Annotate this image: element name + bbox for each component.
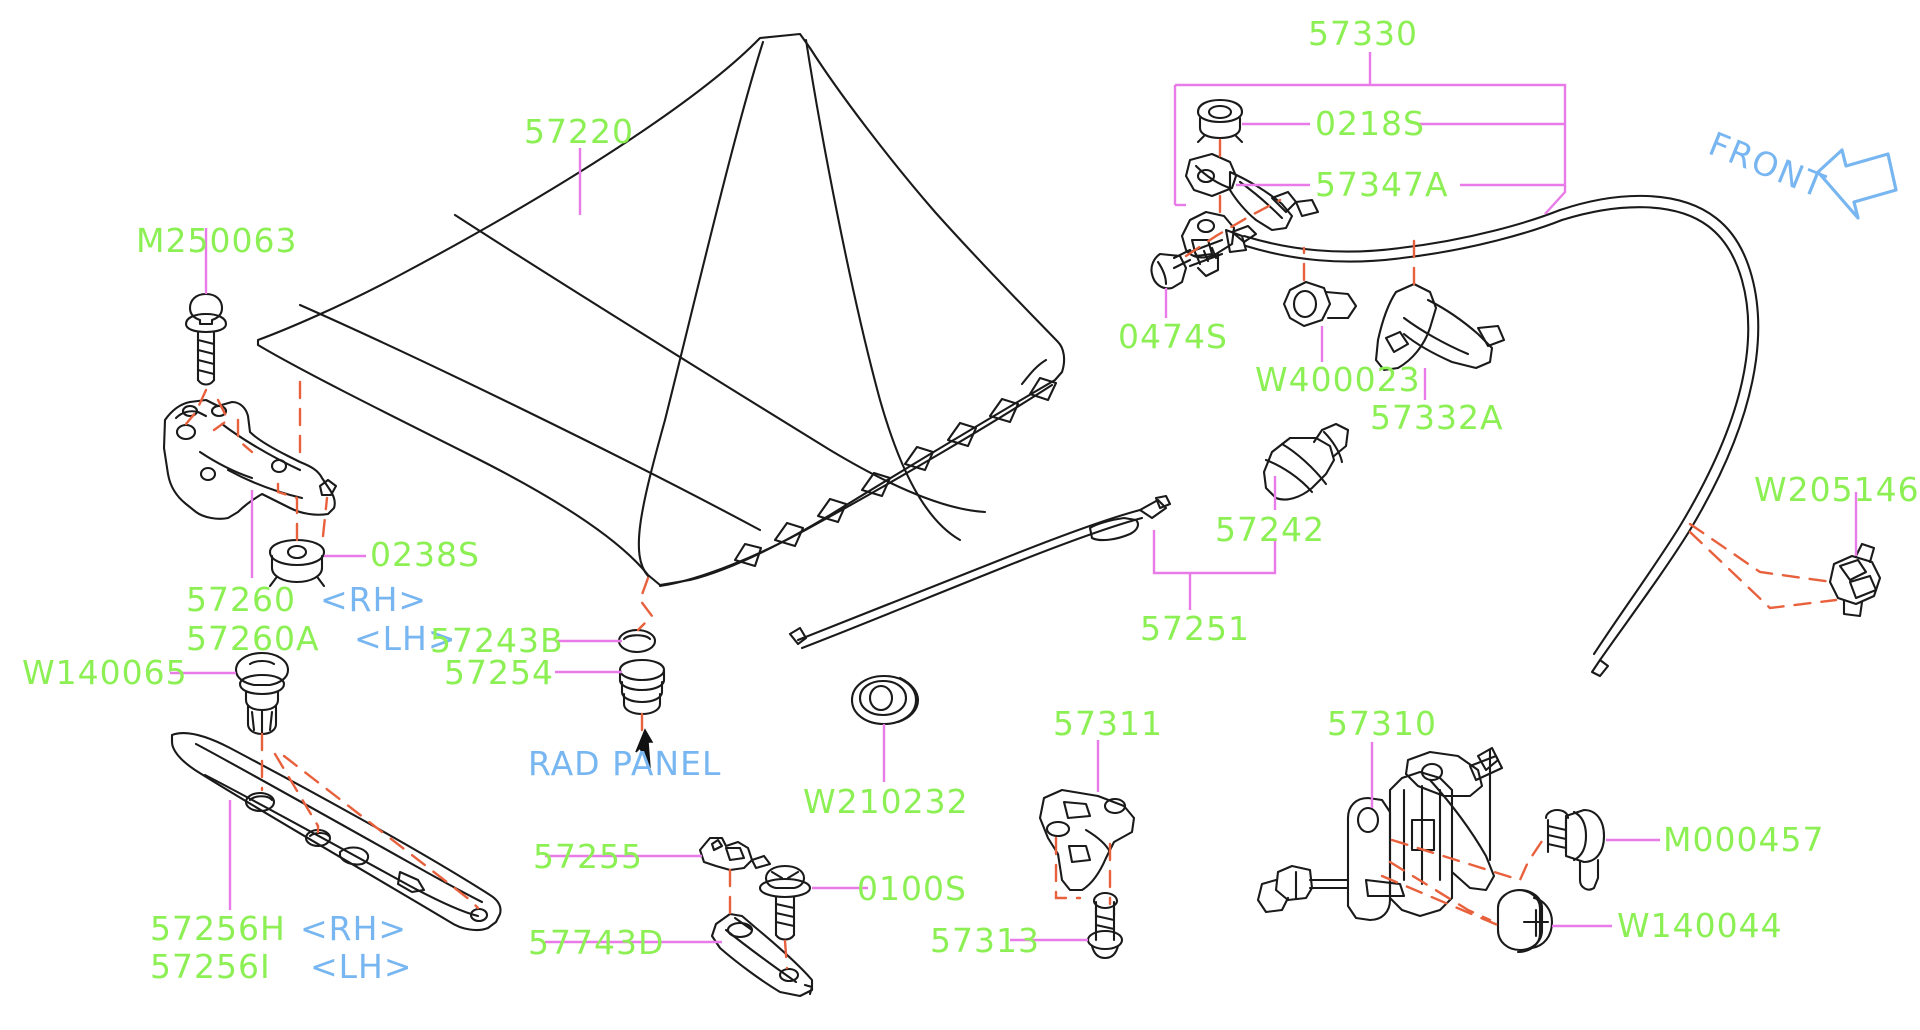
- part-label-57256I-side: <LH>: [310, 947, 413, 986]
- part-label-W205146[interactable]: W205146: [1754, 470, 1920, 509]
- part-label-0218S[interactable]: 0218S: [1315, 104, 1425, 143]
- part-label-57347A[interactable]: 57347A: [1315, 165, 1449, 204]
- part-label-57260[interactable]: 57260: [186, 580, 296, 619]
- part-label-57242[interactable]: 57242: [1215, 510, 1325, 549]
- part-label-57330[interactable]: 57330: [1308, 14, 1418, 53]
- part-label-57251[interactable]: 57251: [1140, 609, 1250, 648]
- part-label-57260-side: <RH>: [320, 580, 428, 619]
- rad-panel-arrow-icon: [635, 728, 654, 769]
- part-label-0100S[interactable]: 0100S: [857, 869, 967, 908]
- part-label-57311[interactable]: 57311: [1053, 704, 1163, 743]
- part-label-M250063[interactable]: M250063: [136, 221, 298, 260]
- part-label-57332A[interactable]: 57332A: [1370, 398, 1504, 437]
- part-label-57254[interactable]: 57254: [444, 653, 554, 692]
- part-label-W400023[interactable]: W400023: [1255, 360, 1421, 399]
- part-label-57743D[interactable]: 57743D: [528, 923, 665, 962]
- part-label-57310[interactable]: 57310: [1327, 704, 1437, 743]
- front-direction-arrow-icon: [1816, 148, 1898, 220]
- part-label-57220[interactable]: 57220: [524, 112, 634, 151]
- part-label-57243B[interactable]: 57243B: [430, 621, 564, 660]
- part-label-W140044[interactable]: W140044: [1617, 906, 1783, 945]
- part-label-0474S[interactable]: 0474S: [1118, 317, 1228, 356]
- part-label-0238S[interactable]: 0238S: [370, 535, 480, 574]
- part-label-57260A-side: <LH>: [354, 619, 457, 658]
- part-label-M000457[interactable]: M000457: [1663, 820, 1825, 859]
- part-label-W210232[interactable]: W210232: [803, 782, 969, 821]
- part-label-W140065[interactable]: W140065: [22, 653, 188, 692]
- part-label-57256I[interactable]: 57256I: [150, 947, 271, 986]
- part-label-57255[interactable]: 57255: [533, 837, 643, 876]
- part-label-57313[interactable]: 57313: [930, 921, 1040, 960]
- part-label-57256H-side: <RH>: [300, 909, 408, 948]
- part-label-57260A[interactable]: 57260A: [186, 619, 320, 658]
- part-label-57256H[interactable]: 57256H: [150, 909, 286, 948]
- note-rad-panel: RAD PANEL: [528, 744, 722, 783]
